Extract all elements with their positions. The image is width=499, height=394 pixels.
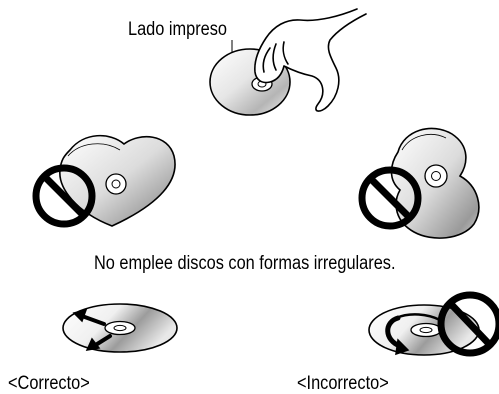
disc-hole xyxy=(431,171,441,181)
arrow-icon xyxy=(85,334,112,351)
printed-side-label: Lado impreso xyxy=(128,19,228,40)
disc-hole xyxy=(111,179,121,189)
incorrect-wiping-illustration xyxy=(368,291,499,357)
figure8-shaped-disc-illustration xyxy=(358,127,480,239)
disc-hole xyxy=(419,326,433,334)
hand-icon xyxy=(254,8,367,112)
disc-hole xyxy=(113,324,127,332)
irregular-shape-warning: No emplee discos con formas irregulares. xyxy=(94,253,396,274)
correct-label: <Correcto> xyxy=(8,373,90,394)
incorrect-label: <Incorrecto> xyxy=(297,373,389,394)
circular-arrow-icon xyxy=(385,313,442,356)
heart-shaped-disc-illustration xyxy=(32,134,176,228)
prohibition-icon xyxy=(32,164,96,228)
arrow-icon xyxy=(72,308,106,326)
correct-wiping-illustration xyxy=(62,303,178,353)
prohibition-icon xyxy=(358,166,422,230)
prohibition-icon xyxy=(437,291,499,357)
disc-wiping-illustration xyxy=(209,8,367,116)
